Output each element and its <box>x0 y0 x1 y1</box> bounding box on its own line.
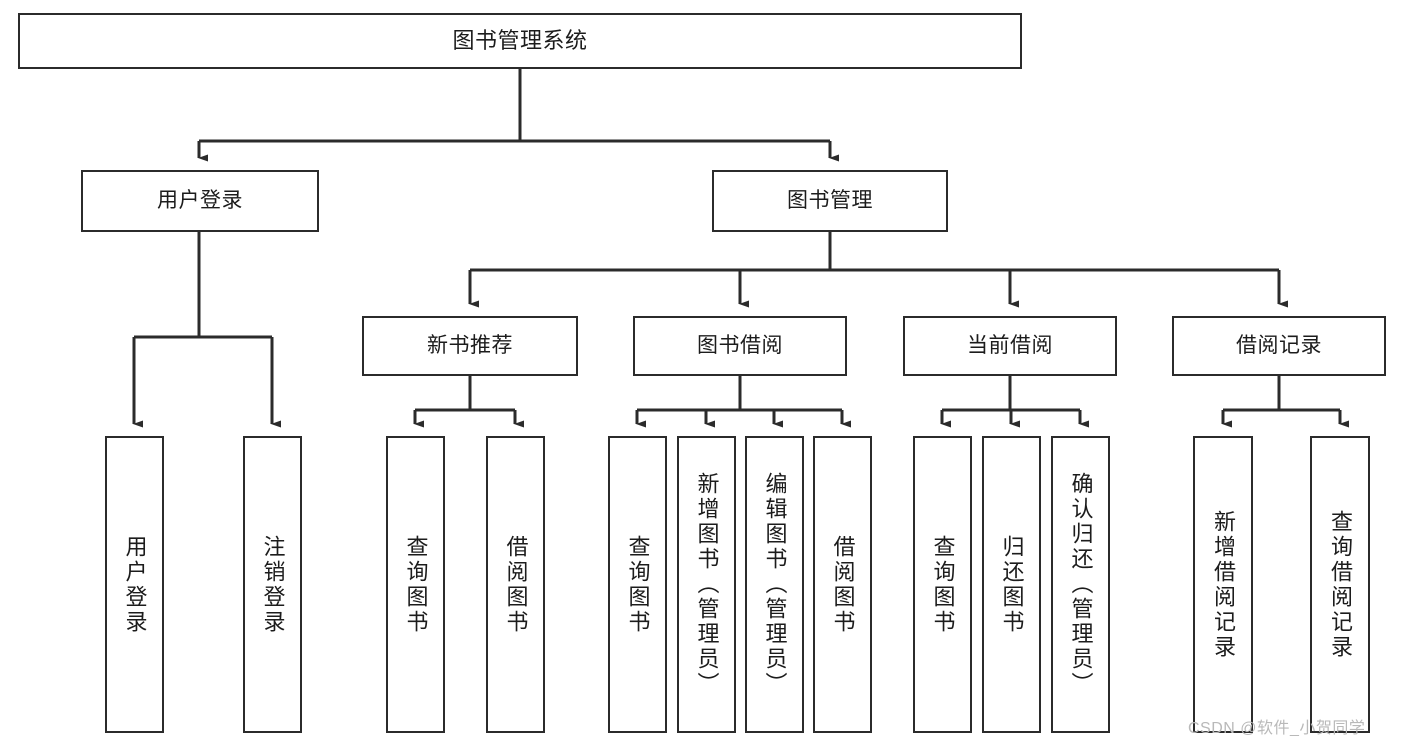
node-leaf-return-book-label: 归还图书 <box>999 534 1025 635</box>
node-book-manage-label: 图书管理 <box>787 188 873 212</box>
node-user-login-label: 用户登录 <box>157 188 243 212</box>
node-leaf-user-login-label: 用户登录 <box>122 534 148 635</box>
node-leaf-query-book-current[interactable]: 查询图书 <box>913 436 972 733</box>
node-new-book-recommend-label: 新书推荐 <box>427 333 513 357</box>
node-leaf-edit-book-admin[interactable]: 编辑图书（管理员） <box>745 436 804 733</box>
node-leaf-query-book-rec-label: 查询图书 <box>403 534 429 635</box>
csdn-watermark: CSDN @软件_小贺同学 <box>1188 720 1366 737</box>
node-leaf-add-book-admin-label: 新增图书（管理员） <box>694 472 720 697</box>
node-leaf-add-book-admin[interactable]: 新增图书（管理员） <box>677 436 736 733</box>
node-new-book-recommend[interactable]: 新书推荐 <box>362 316 578 376</box>
node-leaf-logout-label: 注销登录 <box>260 534 286 635</box>
node-leaf-add-borrow-record[interactable]: 新增借阅记录 <box>1193 436 1253 733</box>
node-leaf-query-book-borrow[interactable]: 查询图书 <box>608 436 667 733</box>
node-book-borrow-label: 图书借阅 <box>697 333 783 357</box>
node-root[interactable]: 图书管理系统 <box>18 13 1022 69</box>
node-current-borrow-label: 当前借阅 <box>967 333 1053 357</box>
node-leaf-query-book-rec[interactable]: 查询图书 <box>386 436 445 733</box>
node-leaf-query-book-borrow-label: 查询图书 <box>625 534 651 635</box>
node-leaf-borrow-book-rec-label: 借阅图书 <box>503 534 529 635</box>
node-leaf-add-borrow-record-label: 新增借阅记录 <box>1211 509 1236 660</box>
node-book-borrow[interactable]: 图书借阅 <box>633 316 847 376</box>
node-leaf-borrow-book[interactable]: 借阅图书 <box>813 436 872 733</box>
node-leaf-return-book[interactable]: 归还图书 <box>982 436 1041 733</box>
node-user-login[interactable]: 用户登录 <box>81 170 319 232</box>
node-leaf-borrow-book-rec[interactable]: 借阅图书 <box>486 436 545 733</box>
node-leaf-logout[interactable]: 注销登录 <box>243 436 302 733</box>
node-leaf-user-login[interactable]: 用户登录 <box>105 436 164 733</box>
node-current-borrow[interactable]: 当前借阅 <box>903 316 1117 376</box>
node-leaf-borrow-book-label: 借阅图书 <box>830 534 856 635</box>
node-borrow-record-label: 借阅记录 <box>1236 333 1322 357</box>
node-leaf-confirm-return-admin[interactable]: 确认归还（管理员） <box>1051 436 1110 733</box>
node-root-label: 图书管理系统 <box>452 28 588 54</box>
node-leaf-edit-book-admin-label: 编辑图书（管理员） <box>762 472 788 697</box>
node-leaf-query-book-current-label: 查询图书 <box>930 534 956 635</box>
node-leaf-query-borrow-record-label: 查询借阅记录 <box>1328 509 1353 660</box>
node-leaf-query-borrow-record[interactable]: 查询借阅记录 <box>1310 436 1370 733</box>
node-book-manage[interactable]: 图书管理 <box>712 170 948 232</box>
node-leaf-confirm-return-admin-label: 确认归还（管理员） <box>1068 472 1094 697</box>
node-borrow-record[interactable]: 借阅记录 <box>1172 316 1386 376</box>
